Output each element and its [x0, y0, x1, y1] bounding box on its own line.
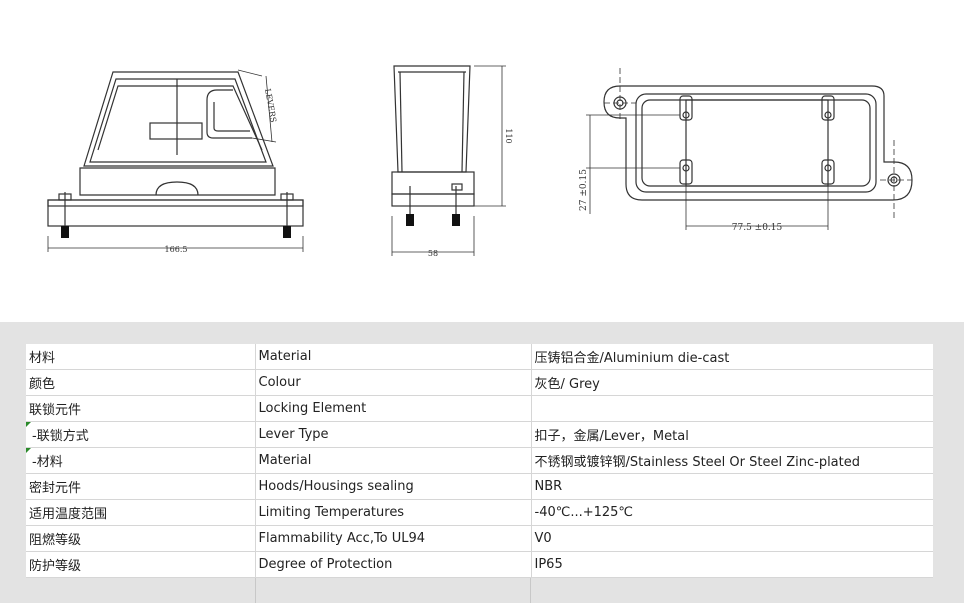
spec-en-cell: Colour [255, 369, 532, 396]
drawing-svg: 166.5 58 110 LEVERS 77.5 ±0.15 27 ±0.15 [47, 65, 913, 258]
side-width-dimension: 58 [428, 249, 438, 258]
spec-value-cell: IP65 [531, 551, 933, 578]
spec-cn-cell: 密封元件 [26, 473, 256, 500]
comment-marker-icon [26, 448, 31, 453]
bottom-view [603, 85, 913, 201]
comment-marker-icon [26, 422, 31, 427]
spec-en-cell: Degree of Protection [255, 551, 532, 578]
spec-value-cell: NBR [531, 473, 933, 500]
spec-en-cell: Material [255, 447, 532, 474]
spec-value-cell: 灰色/ Grey [531, 369, 933, 396]
front-width-dimension: 166.5 [165, 245, 188, 254]
spec-en-cell: Locking Element [255, 395, 532, 422]
spec-value-cell: 压铸铝合金/Aluminium die-cast [531, 344, 933, 370]
bottom-hole-pitch-dimension: 77.5 ±0.15 [732, 223, 783, 233]
spec-cn-cell: 颜色 [26, 369, 256, 396]
side-view [391, 65, 475, 214]
spec-value-cell: V0 [531, 525, 933, 552]
spec-cn-cell: -材料 [26, 447, 256, 474]
technical-drawing: 166.5 58 110 LEVERS 77.5 ±0.15 27 ±0.15 [47, 65, 913, 258]
spec-en-cell: Hoods/Housings sealing [255, 473, 532, 500]
lever-label: LEVERS [263, 88, 278, 123]
column-divider [255, 578, 256, 603]
spec-en-cell: Material [255, 344, 532, 370]
column-divider [530, 578, 531, 603]
bottom-hole-height-dimension: 27 ±0.15 [579, 169, 589, 211]
spec-cn-cell: 阻燃等级 [26, 525, 256, 552]
spec-value-cell [531, 395, 933, 422]
front-view [47, 71, 304, 228]
spec-en-cell: Flammability Acc,To UL94 [255, 525, 532, 552]
side-height-dimension: 110 [504, 128, 513, 143]
spec-cn-cell: 联锁元件 [26, 395, 256, 422]
spec-cn-cell: 适用温度范围 [26, 499, 256, 526]
spec-cn-cell: -联锁方式 [26, 421, 256, 448]
spec-cn-cell: 材料 [26, 344, 256, 370]
spec-value-cell: 不锈钢或镀锌钢/Stainless Steel Or Steel Zinc-pl… [531, 447, 933, 474]
spec-en-cell: Lever Type [255, 421, 532, 448]
spec-cn-cell: 防护等级 [26, 551, 256, 578]
spec-value-cell: -40℃...+125℃ [531, 499, 933, 526]
spec-value-cell: 扣子，金属/Lever，Metal [531, 421, 933, 448]
spec-en-cell: Limiting Temperatures [255, 499, 532, 526]
